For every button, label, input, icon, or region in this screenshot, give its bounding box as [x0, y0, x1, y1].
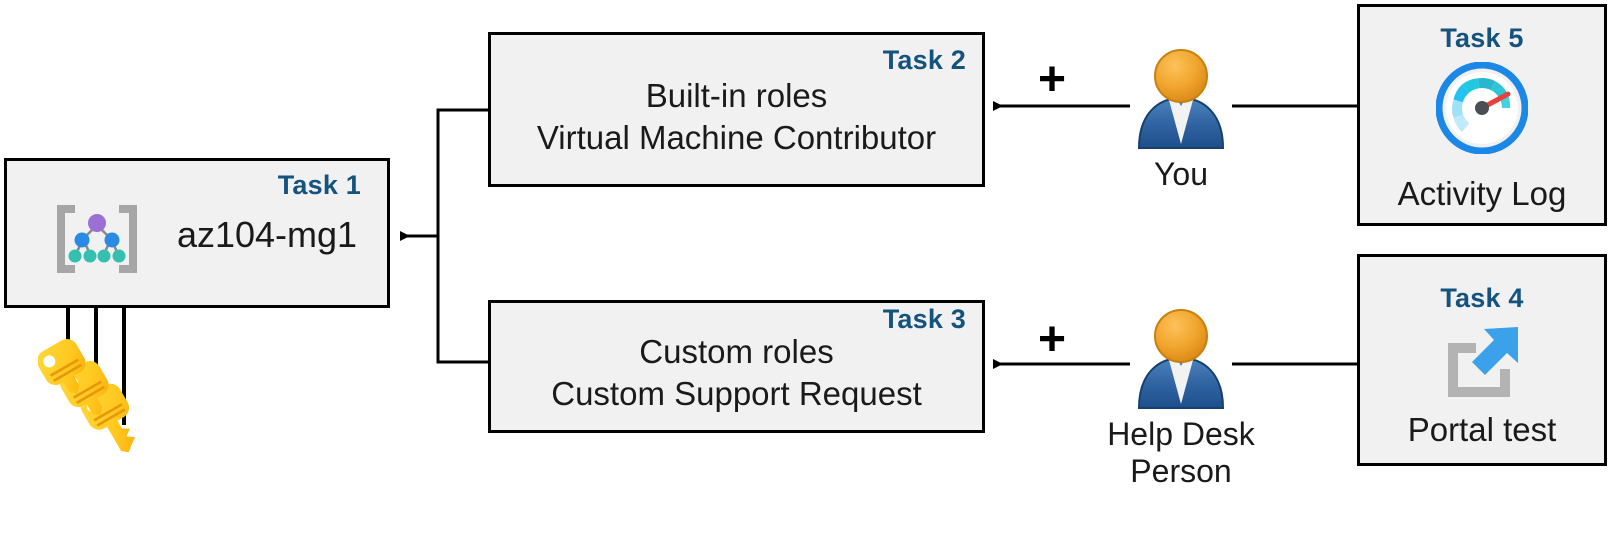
task-3-line-1: Custom roles: [639, 333, 834, 370]
task-2-box[interactable]: Task 2 Built-in roles Virtual Machine Co…: [488, 32, 985, 187]
task-1-box[interactable]: Task 1: [4, 158, 390, 308]
task-3-box[interactable]: Task 3 Custom roles Custom Support Reque…: [488, 300, 985, 433]
person-help-desk[interactable]: Help Desk Person: [1107, 308, 1255, 489]
three-keys-icon: [37, 338, 146, 475]
external-link-icon: [1440, 325, 1524, 410]
activity-log-gauge-icon: [1435, 61, 1529, 159]
task-4-tag: Task 4: [1440, 283, 1524, 313]
task-3-line-2: Custom Support Request: [551, 375, 922, 412]
task-1-label: az104-mg1: [176, 214, 358, 255]
task-2-line-1: Built-in roles: [645, 77, 828, 114]
user-person-icon: [1131, 49, 1231, 156]
task-5-caption: Activity Log: [1397, 175, 1567, 212]
person-you[interactable]: You: [1131, 48, 1231, 192]
person-help-desk-caption: Help Desk Person: [1107, 416, 1255, 490]
task-3-tag: Task 3: [882, 304, 966, 334]
user-person-icon: [1131, 309, 1231, 416]
task-4-caption: Portal test: [1407, 411, 1557, 448]
plus-symbol-top: +: [1038, 53, 1067, 106]
plus-symbol-bottom: +: [1038, 313, 1067, 366]
bracket-connector-to-task1: [400, 108, 488, 364]
management-group-icon: [49, 199, 145, 284]
task-5-box[interactable]: Task 5 Activity Log: [1357, 4, 1607, 226]
task-5-tag: Task 5: [1440, 23, 1524, 53]
task-2-tag: Task 2: [882, 45, 966, 75]
task-4-box[interactable]: Task 4 Portal test: [1357, 254, 1607, 466]
task-1-tag: Task 1: [277, 170, 361, 200]
person-help-desk-caption-line-1: Help Desk: [1107, 416, 1255, 452]
person-you-caption: You: [1154, 156, 1208, 192]
task-2-line-2: Virtual Machine Contributor: [536, 119, 937, 156]
person-help-desk-caption-line-2: Person: [1130, 453, 1232, 489]
